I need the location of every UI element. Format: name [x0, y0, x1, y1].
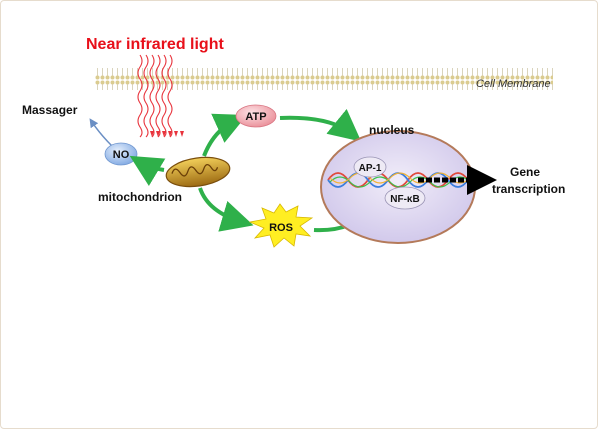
no-node [104, 142, 138, 166]
ros-node [248, 203, 314, 248]
light-label: Near infrared light [86, 36, 224, 53]
mito-to-atp-arrow [202, 113, 247, 157]
atp-label: ATP [245, 111, 266, 123]
gene-label-line2: transcription [492, 182, 565, 196]
ap1-label: AP-1 [359, 163, 382, 174]
light-ray-arrowheads [150, 131, 184, 137]
atp-to-nucleus-arrow [279, 108, 362, 142]
nfkb-label: NF-κB [390, 194, 419, 205]
massager-label: Massager [22, 103, 78, 117]
mito-to-ros-arrow [198, 187, 254, 232]
no-to-massager-arrow [89, 118, 113, 147]
cell-membrane [95, 68, 553, 90]
nfkb-node [384, 186, 426, 210]
light-rays [137, 54, 173, 138]
ros-label: ROS [269, 222, 293, 234]
mitochondrion [165, 156, 231, 188]
mitochondrion-label: mitochondrion [98, 190, 182, 204]
gene-label-line1: Gene [510, 165, 540, 179]
atp-node [235, 104, 277, 128]
nucleus-label: nucleus [369, 123, 415, 137]
ap1-node [353, 156, 387, 178]
membrane-label: Cell Membrane [476, 78, 551, 90]
mito-to-no-arrow [129, 155, 166, 187]
no-label: NO [113, 149, 130, 161]
